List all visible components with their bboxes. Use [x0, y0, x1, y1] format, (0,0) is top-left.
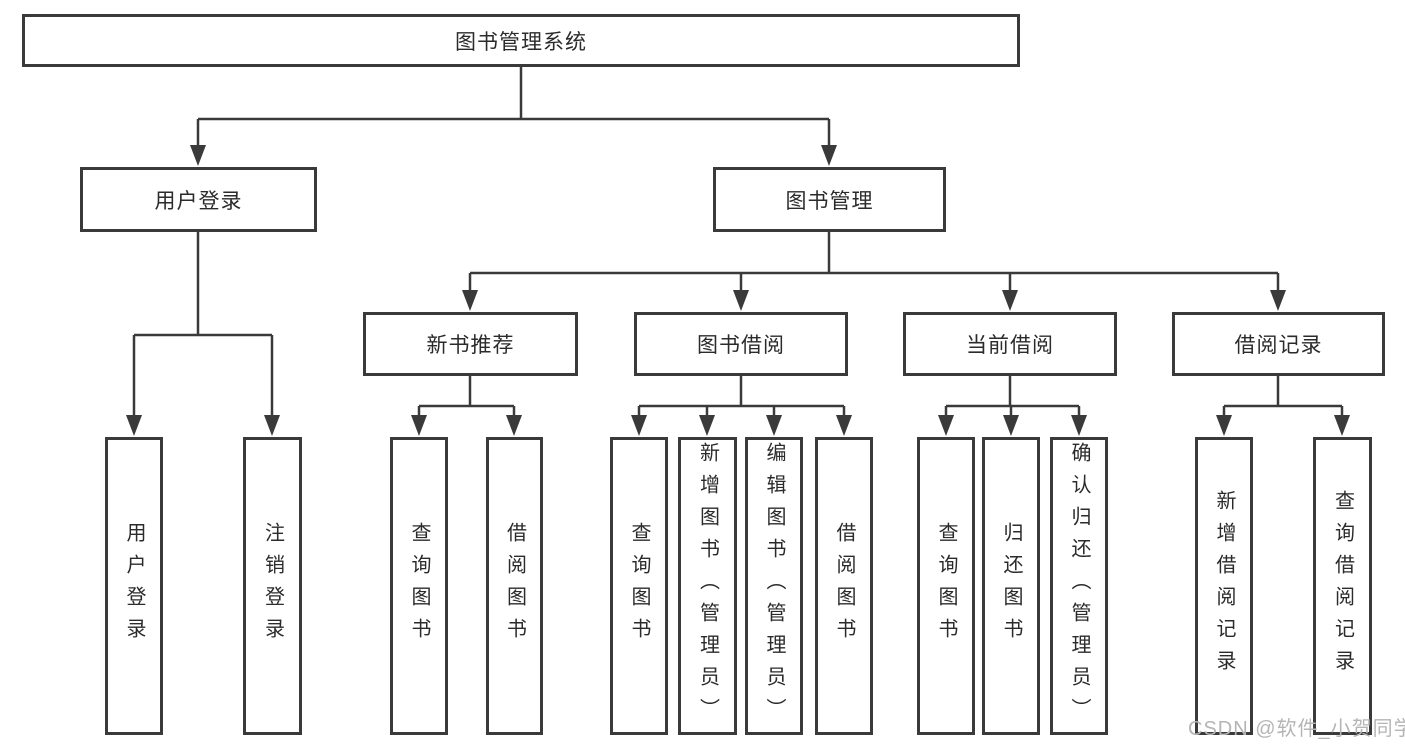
- leaf-cb-return-books: 归还图书: [982, 437, 1040, 735]
- leaf-nbr-borrow-books-label: 借阅图书: [503, 522, 526, 650]
- node-book-borrowing-label: 图书借阅: [697, 334, 785, 357]
- node-current-borrowing-label: 当前借阅: [966, 334, 1054, 357]
- node-book-borrowing: 图书借阅: [634, 312, 848, 376]
- node-new-book-recommend-label: 新书推荐: [426, 334, 515, 357]
- node-user-login-label: 用户登录: [154, 189, 243, 213]
- leaf-nbr-borrow-books: 借阅图书: [486, 437, 543, 735]
- leaf-nbr-query-books: 查询图书: [390, 437, 448, 735]
- leaf-br-add-record: 新增借阅记录: [1195, 437, 1253, 735]
- leaf-bb-edit-books-admin-label: 编辑图书（管理员）: [763, 442, 785, 730]
- node-book-management-label: 图书管理: [785, 189, 874, 213]
- leaf-bb-query-books-label: 查询图书: [628, 522, 650, 650]
- leaf-cb-return-books-label: 归还图书: [1000, 522, 1022, 650]
- leaf-user-login-label: 用户登录: [123, 522, 145, 650]
- leaf-cb-query-books-label: 查询图书: [935, 522, 957, 650]
- leaf-br-add-record-label: 新增借阅记录: [1213, 490, 1235, 682]
- node-borrowing-records: 借阅记录: [1172, 312, 1385, 376]
- leaf-bb-add-books-admin: 新增图书（管理员）: [678, 437, 737, 735]
- leaf-br-query-record: 查询借阅记录: [1313, 437, 1372, 735]
- node-borrowing-records-label: 借阅记录: [1234, 334, 1323, 357]
- connector-stems: [132, 67, 1344, 417]
- leaf-logout-label: 注销登录: [261, 522, 284, 650]
- leaf-bb-edit-books-admin: 编辑图书（管理员）: [745, 437, 803, 735]
- leaf-bb-borrow-books: 借阅图书: [815, 437, 873, 735]
- connector-arrowheads: [126, 145, 1350, 436]
- node-root-label: 图书管理系统: [455, 30, 587, 54]
- leaf-bb-query-books: 查询图书: [610, 437, 668, 735]
- leaf-bb-borrow-books-label: 借阅图书: [833, 522, 855, 650]
- node-book-management: 图书管理: [713, 167, 946, 232]
- node-current-borrowing: 当前借阅: [903, 312, 1117, 376]
- leaf-nbr-query-books-label: 查询图书: [408, 522, 430, 650]
- leaf-bb-add-books-admin-label: 新增图书（管理员）: [696, 442, 719, 730]
- node-new-book-recommend: 新书推荐: [363, 312, 578, 376]
- leaf-cb-confirm-return-admin-label: 确认归还（管理员）: [1068, 442, 1090, 730]
- leaf-cb-query-books: 查询图书: [917, 437, 975, 735]
- leaf-cb-confirm-return-admin: 确认归还（管理员）: [1050, 437, 1108, 735]
- watermark: CSDN @软件_小贺同学: [1188, 718, 1405, 740]
- leaf-user-login: 用户登录: [105, 437, 163, 735]
- leaf-logout: 注销登录: [243, 437, 302, 735]
- node-user-login: 用户登录: [80, 167, 317, 232]
- leaf-br-query-record-label: 查询借阅记录: [1331, 490, 1354, 682]
- node-root: 图书管理系统: [22, 14, 1020, 67]
